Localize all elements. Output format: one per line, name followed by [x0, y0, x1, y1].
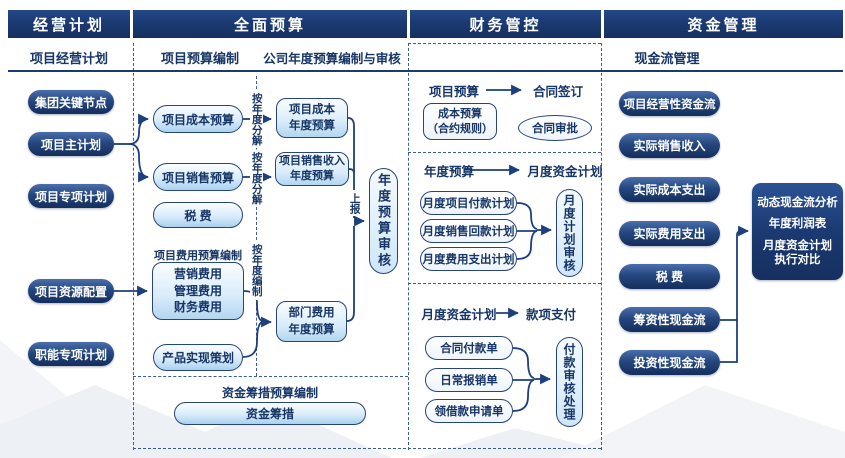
- pill-loan-application-slip: 领借款申请单: [425, 399, 513, 423]
- box-line: （合约规则）: [427, 122, 493, 135]
- pill-contract-payment-slip: 合同付款单: [425, 336, 513, 360]
- label-submit: 上报: [348, 190, 361, 216]
- pill-actual-cost-expenditure: 实际成本支出: [619, 177, 720, 202]
- label-monthly-fund-plan-2: 月度资金计划: [421, 307, 497, 322]
- header-comprehensive-budget: 全面预算: [133, 10, 407, 38]
- pill-investing-cashflow: 投资性现金流: [619, 350, 720, 375]
- label-decompose-by-year-1: 按年度分解: [250, 91, 263, 148]
- divider-col2-inner: [256, 76, 257, 376]
- pill-project-resource-allocation: 项目资源配置: [28, 279, 114, 303]
- pill-project-master-plan: 项目主计划: [28, 132, 114, 156]
- label-contract-signing: 合同签订: [532, 84, 583, 99]
- pill-actual-expense-expenditure: 实际费用支出: [619, 221, 720, 246]
- box-line: 部门费用: [288, 307, 335, 320]
- header-financial-control: 财务管控: [410, 10, 601, 38]
- divider-col2-col3: [408, 43, 409, 450]
- analysis-line-annual-profit: 年度利润表: [768, 218, 827, 231]
- box-line: 项目销售收入: [279, 154, 345, 167]
- divider-col3-top: [408, 43, 601, 44]
- pill-project-special-plan: 项目专项计划: [28, 184, 114, 208]
- subheader-annual-budgeting-review: 公司年度预算编制与审核: [263, 51, 401, 66]
- label-compile-by-year: 按年度编制: [250, 240, 263, 300]
- divider-col3-section1: [408, 152, 601, 153]
- pill-monthly-project-payment-plan: 月度项目付款计划: [420, 191, 517, 215]
- box-project-sales-income-annual-budget: 项目销售收入 年度预算: [275, 152, 349, 186]
- label-fund-raising-budgeting: 资金筹措预算编制: [221, 385, 318, 400]
- analysis-line-execution-compare: 执行对比: [774, 253, 821, 266]
- box-cashflow-analysis: 动态现金流分析 年度利润表 月度资金计划 执行对比: [752, 183, 843, 280]
- fee-line-finance: 财务费用: [173, 300, 222, 315]
- label-annual-budget: 年度预算: [423, 164, 474, 179]
- subheader-divider: [8, 70, 843, 72]
- pill-monthly-expense-payment-plan: 月度费用支出计划: [420, 247, 517, 271]
- divider-col3-section2: [408, 283, 601, 284]
- box-line: 年度预算: [288, 323, 335, 336]
- pill-product-realization-planning: 产品实现策划: [153, 344, 243, 371]
- pill-daily-reimbursement-slip: 日常报销单: [425, 368, 513, 392]
- pill-payment-review-processing: 付款审核处理: [556, 337, 583, 427]
- pill-project-cost-budget: 项目成本预算: [153, 105, 243, 133]
- divider-col2-financing: [133, 376, 408, 377]
- oval-contract-approval: 合同审批: [518, 115, 592, 141]
- analysis-line-dynamic-cashflow: 动态现金流分析: [757, 196, 838, 209]
- pill-group-key-nodes: 集团关键节点: [28, 90, 114, 114]
- subheader-cashflow-management: 现金流管理: [634, 50, 700, 66]
- analysis-line-monthly-plan: 月度资金计划: [763, 239, 832, 252]
- pill-project-sales-budget: 项目销售预算: [153, 163, 243, 191]
- pill-fund-raising: 资金筹措: [174, 402, 366, 425]
- box-project-cost-annual-budget: 项目成本 年度预算: [276, 98, 348, 138]
- pill-project-operating-cashflow: 项目经营性资金流: [619, 91, 720, 116]
- fee-line-admin: 管理费用: [173, 283, 222, 298]
- box-line: 年度预算: [289, 120, 335, 132]
- header-operating-plan: 经营计划: [8, 10, 130, 38]
- box-fee-group: 营销费用 管理费用 财务费用: [152, 262, 244, 320]
- pill-financing-cashflow: 筹资性现金流: [619, 307, 720, 332]
- divider-bottom: [133, 448, 601, 449]
- box-line: 成本预算: [438, 107, 482, 120]
- label-monthly-fund-plan: 月度资金计划: [527, 164, 603, 179]
- pill-tax-fee: 税 费: [153, 202, 243, 228]
- fee-line-marketing: 营销费用: [173, 266, 222, 281]
- pill-monthly-sales-collection-plan: 月度销售回款计划: [420, 219, 517, 243]
- pill-monthly-plan-review: 月度计划审核: [556, 189, 583, 277]
- label-decompose-by-year-2: 按年度分解: [250, 150, 263, 207]
- pill-functional-special-plan: 职能专项计划: [28, 342, 114, 366]
- subheader-project-operating-plan: 项目经营计划: [29, 50, 108, 66]
- box-line: 年度预算: [290, 170, 334, 182]
- pill-tax-fee-cash: 税 费: [619, 264, 720, 289]
- box-line: 项目成本: [289, 103, 335, 116]
- label-project-budget: 项目预算: [428, 84, 479, 99]
- divider-col1-col2: [133, 43, 134, 450]
- box-department-fee-annual-budget: 部门费用 年度预算: [276, 301, 347, 342]
- subheader-project-budgeting: 项目预算编制: [160, 50, 239, 66]
- divider-col3-col4: [601, 43, 602, 450]
- pill-annual-budget-review: 年度预算审核: [369, 168, 398, 274]
- label-project-fee-budgeting: 项目费用预算编制: [154, 249, 242, 262]
- box-cost-budget-contract-rules: 成本预算 （合约规则）: [423, 103, 497, 140]
- label-payment: 款项支付: [525, 307, 576, 322]
- pill-actual-sales-income: 实际销售收入: [619, 133, 720, 158]
- header-fund-management: 资金管理: [604, 10, 843, 38]
